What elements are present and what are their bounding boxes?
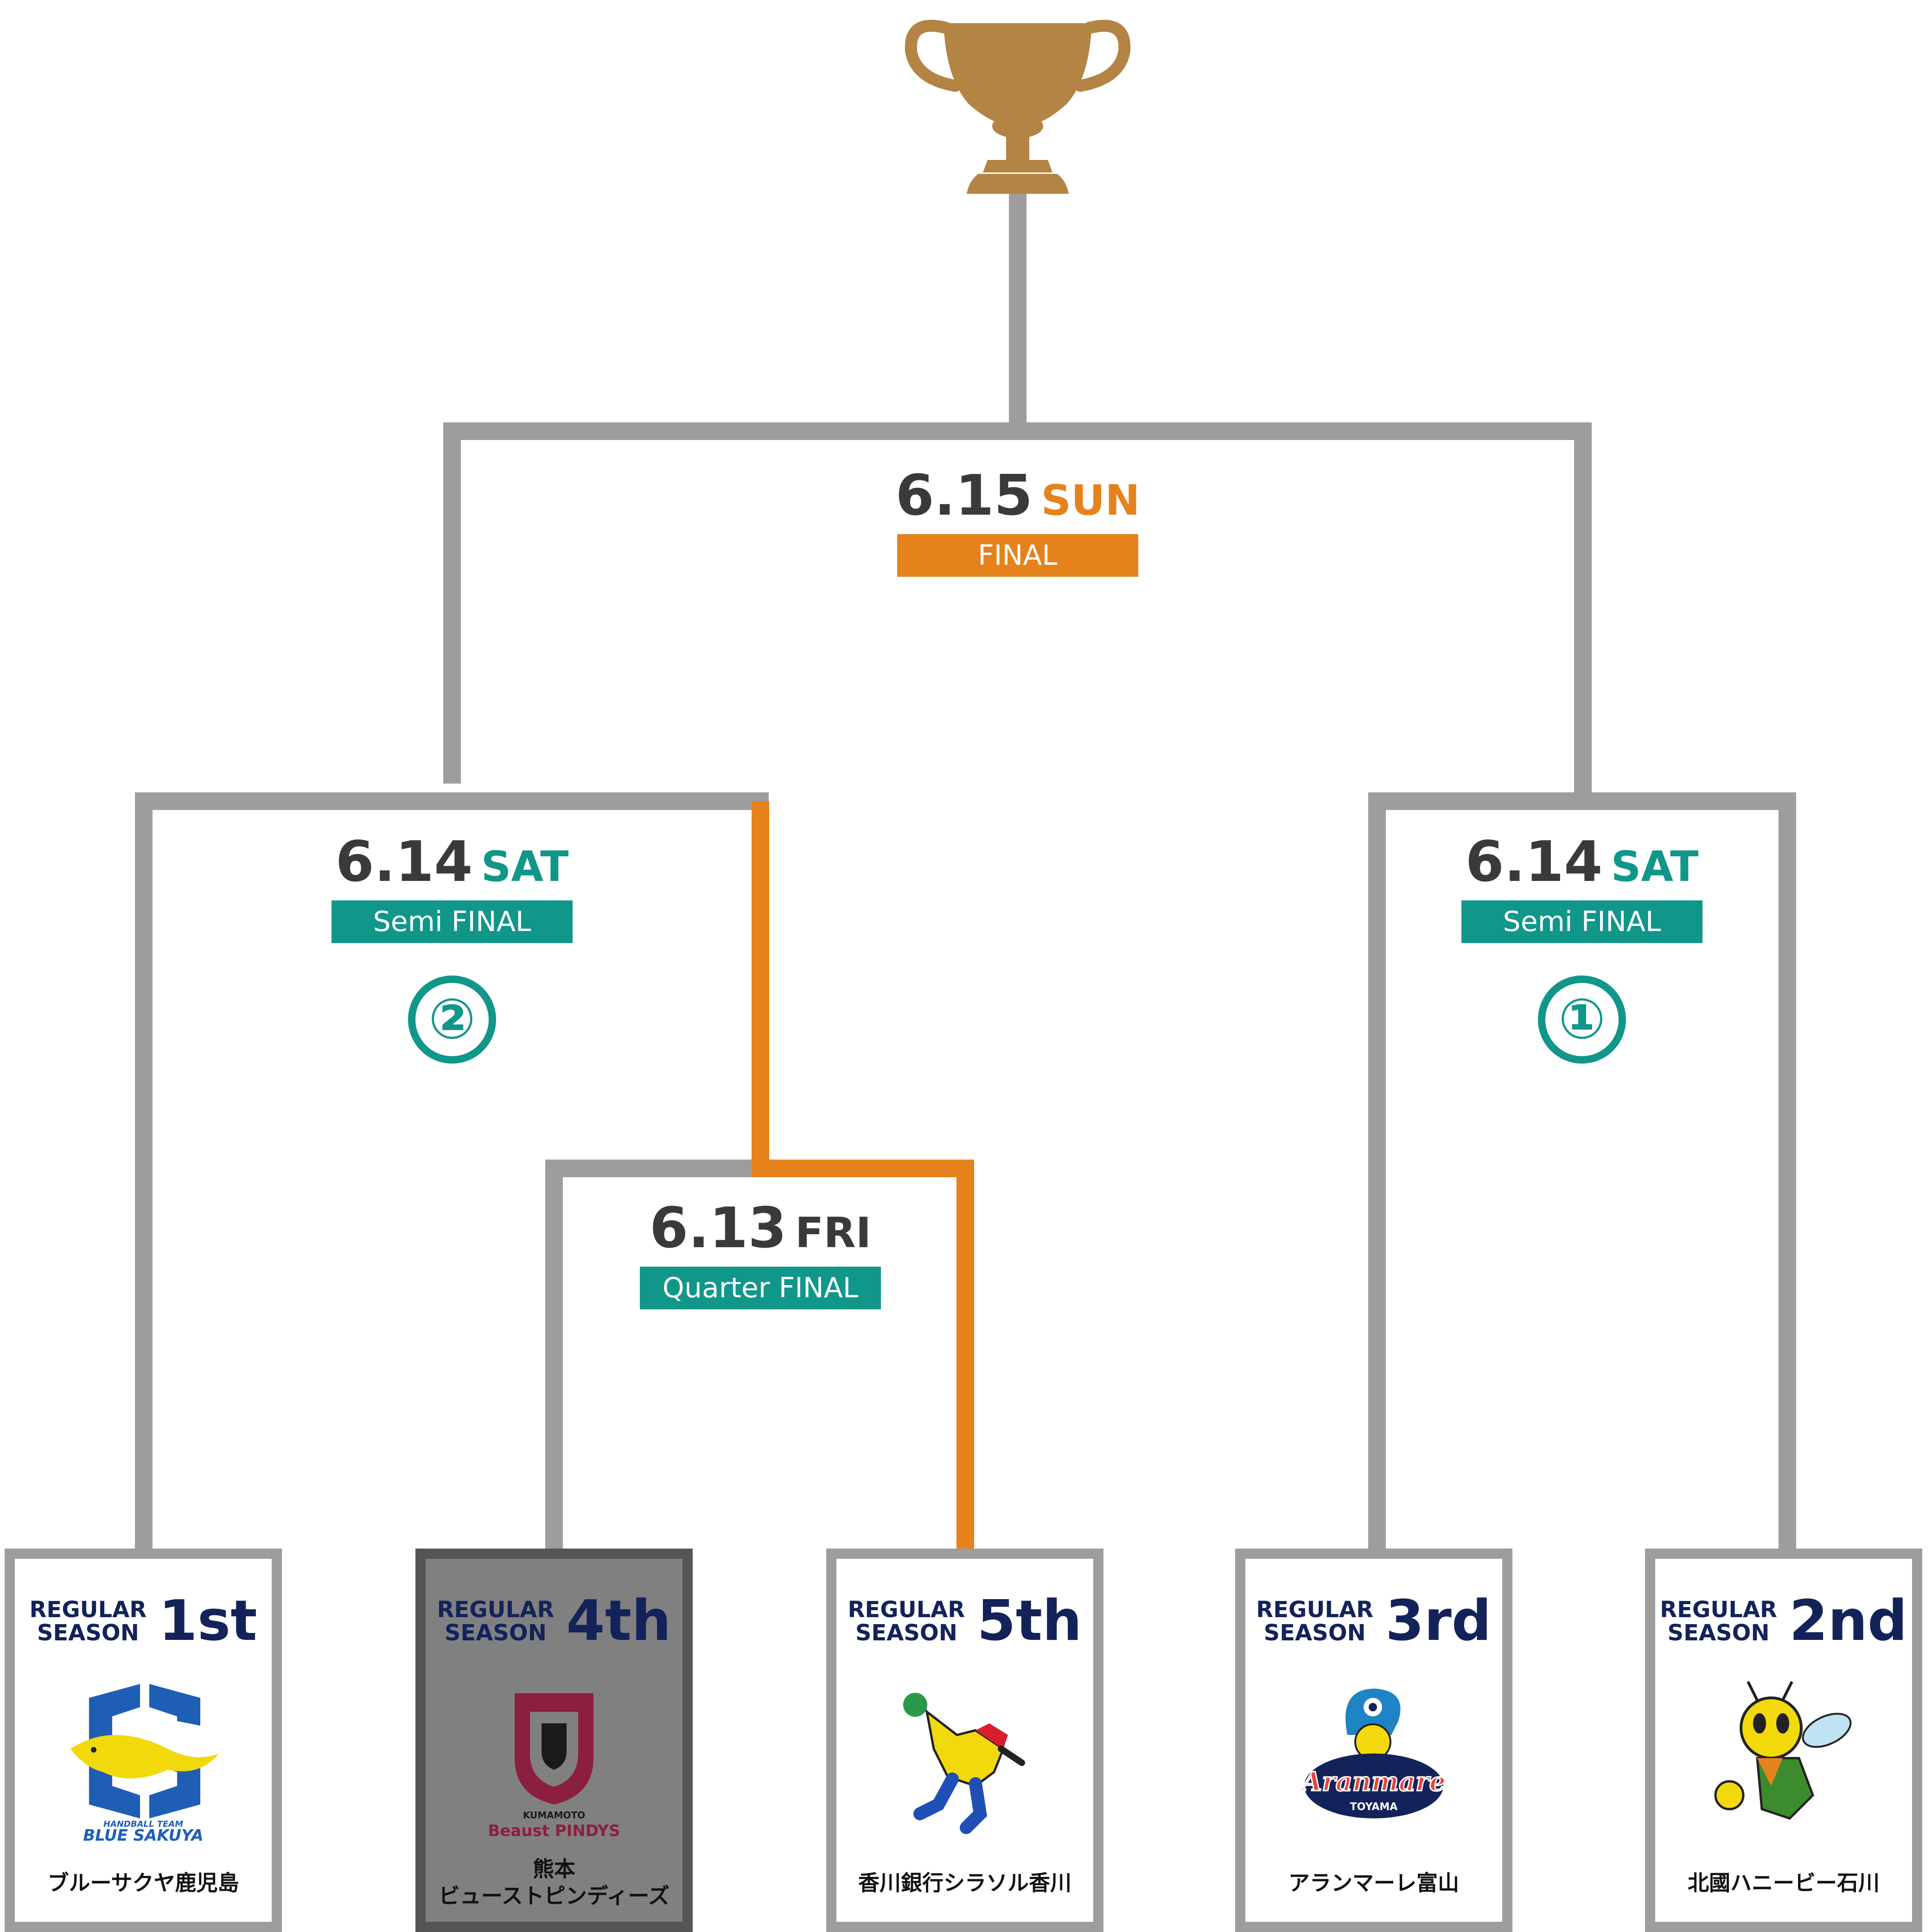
winner-path-line xyxy=(752,801,974,1549)
honeybee-mascot-icon xyxy=(1714,1681,1852,1820)
team-name: アランマーレ富山 xyxy=(1288,1870,1459,1895)
semi-final-number-1: ① xyxy=(1538,976,1626,1064)
team-name: ブルーサクヤ鹿児島 xyxy=(47,1870,239,1895)
bird-mascot-logo-icon: HANDBALL Aranmare TOYAMA xyxy=(1299,1689,1447,1818)
svg-text:HANDBALL: HANDBALL xyxy=(1351,1755,1396,1764)
dolphin-logo-icon: HANDBALL TEAM BLUE SAKUYA xyxy=(70,1684,219,1845)
bracket-gray-lines xyxy=(135,194,1796,1549)
svg-text:Beaust PINDYS: Beaust PINDYS xyxy=(488,1822,620,1840)
handball-player-mascot-icon xyxy=(903,1693,1025,1834)
svg-text:KUMAMOTO: KUMAMOTO xyxy=(523,1810,585,1821)
semi-final-number-2: ② xyxy=(408,976,496,1064)
trophy-icon xyxy=(905,19,1131,194)
svg-text:TOYAMA: TOYAMA xyxy=(1350,1801,1398,1813)
semi-final-2-badge: Semi FINAL xyxy=(332,900,573,943)
team-name: 熊本ビューストピンディーズ xyxy=(438,1856,670,1908)
quarter-final-badge: Quarter FINAL xyxy=(640,1267,881,1309)
svg-text:Aranmare: Aranmare xyxy=(1300,1766,1446,1797)
shield-logo-icon: KUMAMOTO Beaust PINDYS xyxy=(488,1693,620,1840)
final-badge: FINAL xyxy=(897,534,1138,577)
svg-text:BLUE SAKUYA: BLUE SAKUYA xyxy=(83,1826,204,1845)
team-name: 香川銀行シラソル香川 xyxy=(858,1870,1071,1895)
team-name: 北國ハニービー石川 xyxy=(1688,1870,1880,1895)
svg-text:HANDBALL TEAM: HANDBALL TEAM xyxy=(103,1819,183,1829)
semi-final-1-badge: Semi FINAL xyxy=(1461,900,1702,943)
